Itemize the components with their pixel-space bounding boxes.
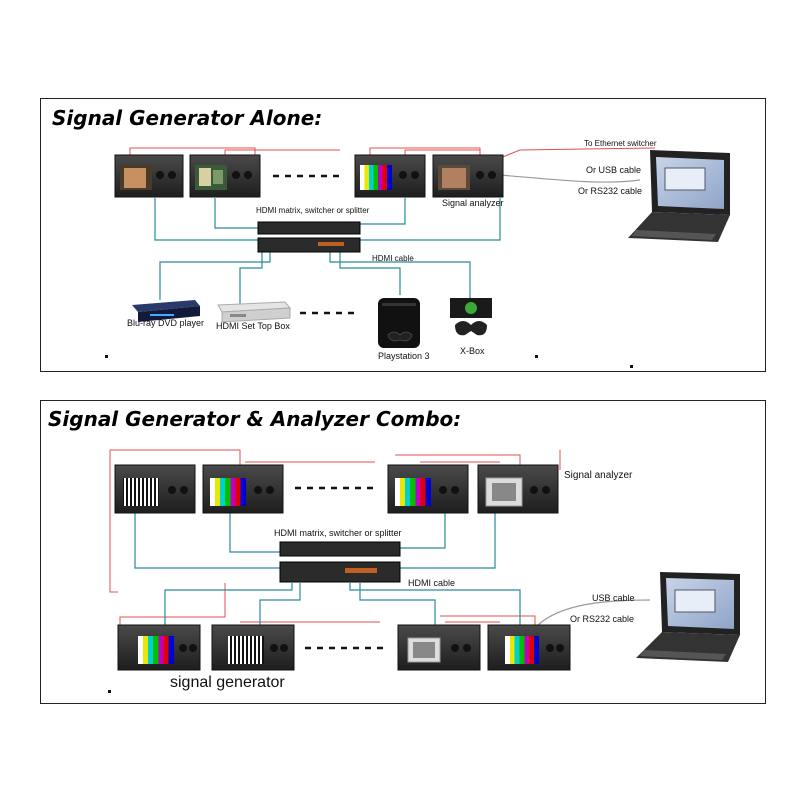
p1-laptop [628, 150, 730, 242]
p1-dot-1 [105, 355, 108, 358]
p1-label-usb: Or USB cable [586, 165, 642, 175]
p2-bottom-generator-3 [487, 624, 571, 671]
p1-dot-2 [535, 355, 538, 358]
p1-playstation3 [378, 298, 420, 348]
panel2-gray-cable [537, 599, 651, 626]
p1-xbox [450, 298, 492, 336]
p1-label-rs232: Or RS232 cable [578, 186, 643, 196]
p2-bottom-generator-1 [117, 624, 201, 671]
p2-top-generator-1 [114, 464, 196, 514]
p1-dot-3 [630, 365, 633, 368]
p2-label-usb: USB cable [592, 593, 635, 603]
p1-label-hdmi-cable: HDMI cable [372, 254, 414, 263]
p1-label-stb: HDMI Set Top Box [216, 321, 290, 331]
p2-top-signal-analyzer [477, 464, 559, 514]
p1-label-matrix: HDMI matrix, switcher or splitter [256, 206, 370, 215]
p2-laptop [636, 572, 740, 662]
p1-label-ethernet: To Ethernet switcher [584, 139, 657, 148]
p2-dot-1 [108, 690, 111, 693]
p1-generator-3 [354, 154, 426, 198]
panel1-red-cables [129, 147, 656, 159]
p1-set-top-box [217, 301, 292, 323]
p2-label-hdmi-cable: HDMI cable [408, 578, 456, 588]
p2-bottom-analyzer [397, 624, 481, 671]
p1-signal-analyzer [432, 154, 504, 198]
p2-top-generator-2 [202, 464, 284, 514]
p2-top-generator-3 [387, 464, 469, 514]
p2-label-generator: signal generator [170, 674, 285, 691]
p1-label-xbox: X-Box [460, 346, 485, 356]
p1-generator-2 [189, 154, 261, 198]
panel1-gray-cable [499, 174, 641, 183]
p1-hdmi-matrix [257, 221, 361, 253]
panel2-title: Signal Generator & Analyzer Combo: [48, 407, 462, 431]
panel1-title: Signal Generator Alone: [52, 106, 323, 130]
p2-hdmi-matrix [279, 541, 401, 583]
p1-label-bluray: Blu-ray DVD player [127, 318, 205, 328]
p2-label-rs232: Or RS232 cable [570, 614, 635, 624]
panel1-teal-cables [154, 198, 501, 305]
panel2-teal-cables [134, 513, 521, 625]
p1-generator-1 [114, 154, 184, 198]
p2-bottom-generator-2 [211, 624, 295, 671]
p2-label-matrix: HDMI matrix, switcher or splitter [274, 528, 402, 538]
p2-label-analyzer: Signal analyzer [564, 470, 633, 481]
p1-bluray-player [132, 300, 200, 322]
p1-label-ps3: Playstation 3 [378, 351, 430, 361]
panel2-red-cables [109, 449, 561, 625]
p1-label-analyzer: Signal analyzer [442, 198, 504, 208]
